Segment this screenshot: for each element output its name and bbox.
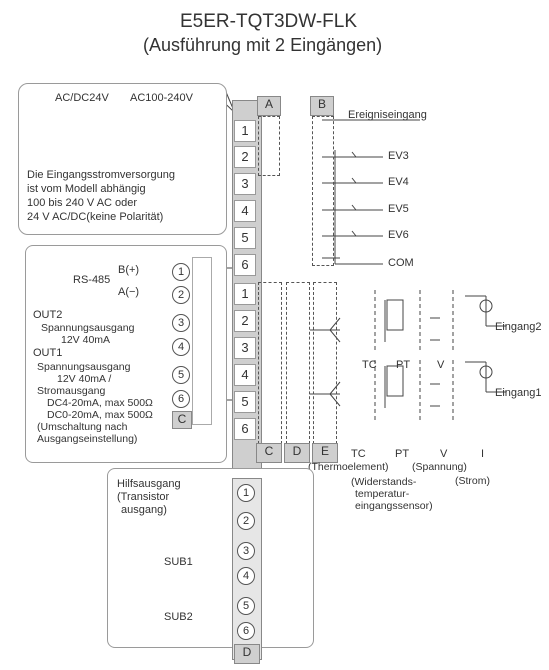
power-supply-box [18, 83, 227, 235]
tc-label-top: TC [362, 359, 377, 371]
output-terminal-4: 4 [172, 338, 190, 356]
terminal-row-4: 4 [234, 200, 256, 222]
output-terminal-5: 5 [172, 366, 190, 384]
com-label: COM [388, 257, 414, 269]
terminal-a-group [258, 116, 280, 176]
v-label-top: V [437, 359, 445, 371]
aux-terminal-6: 6 [237, 622, 255, 640]
eingang1-label: Eingang1 [495, 387, 542, 399]
terminal-row-6b: 6 [234, 418, 256, 440]
output-terminal-3: 3 [172, 314, 190, 332]
power-note: Die Eingangsstromversorgung ist vom Mode… [27, 169, 175, 223]
output-column-c-label: C [172, 411, 192, 429]
terminal-e-group [313, 282, 337, 444]
terminal-d-group [286, 282, 310, 444]
aux-terminal-2: 2 [237, 512, 255, 530]
eingang2-label: Eingang2 [495, 321, 542, 333]
output-terminal-1: 1 [172, 263, 190, 281]
terminal-row-4b: 4 [234, 364, 256, 386]
aux-terminal-4: 4 [237, 567, 255, 585]
column-b-header: B [310, 96, 334, 116]
out1-description: Spannungsausgang 12V 40mA / Stromausgang… [37, 361, 153, 445]
widerstand-legend: (Widerstands- temperatur- eingangssensor… [351, 476, 433, 512]
output-terminal-6: 6 [172, 390, 190, 408]
out2-label: OUT2 [33, 309, 63, 321]
rs485-label: RS-485 [73, 274, 111, 286]
ev6-label: EV6 [388, 229, 409, 241]
b-plus-label: B(+) [118, 264, 140, 276]
output-terminal-2: 2 [172, 286, 190, 304]
aux-terminal-1: 1 [237, 484, 255, 502]
strom-legend: (Strom) [455, 475, 490, 487]
out2-description: Spannungsausgang 12V 40mA [41, 322, 135, 346]
column-e-header: E [312, 443, 338, 463]
column-c-header: C [256, 443, 282, 463]
sub2-label: SUB2 [164, 611, 193, 623]
out1-label: OUT1 [33, 347, 63, 359]
terminal-row-1b: 1 [234, 283, 256, 305]
aux-output-title: Hilfsausgang (Transistor ausgang) [117, 478, 181, 516]
terminal-b-group [312, 116, 334, 266]
terminal-row-5: 5 [234, 227, 256, 249]
terminal-row-2: 2 [234, 146, 256, 168]
diagram-title: E5ER-TQT3DW-FLK [180, 11, 358, 32]
spannung-legend: (Spannung) [412, 461, 467, 473]
ev4-label: EV4 [388, 176, 409, 188]
thermoelement-legend: (Thermoelement) [308, 461, 389, 473]
column-d-header: D [284, 443, 310, 463]
ev5-label: EV5 [388, 203, 409, 215]
aux-output-box [107, 468, 314, 648]
a-minus-label: A(−) [118, 286, 140, 298]
aux-terminal-5: 5 [237, 597, 255, 615]
sub1-label: SUB1 [164, 556, 193, 568]
terminal-c-group [258, 282, 282, 444]
terminal-row-1: 1 [234, 120, 256, 142]
pt-label: PT [395, 448, 410, 460]
terminal-row-3b: 3 [234, 337, 256, 359]
ac-100-240v-label: AC100-240V [130, 92, 193, 104]
column-a-header: A [257, 96, 281, 116]
aux-column-d-label: D [234, 644, 260, 664]
diagram-subtitle: (Ausführung mit 2 Eingängen) [143, 35, 383, 55]
aux-terminal-3: 3 [237, 542, 255, 560]
output-terminal-strip [192, 257, 212, 425]
v-label: V [440, 448, 448, 460]
i-label: I [481, 448, 485, 460]
terminal-row-6: 6 [234, 254, 256, 276]
event-input-label: Ereigniseingang [348, 109, 427, 121]
pt-label-top: PT [396, 359, 411, 371]
ev3-label: EV3 [388, 150, 409, 162]
terminal-row-3: 3 [234, 173, 256, 195]
tc-label: TC [351, 448, 366, 460]
terminal-row-2b: 2 [234, 310, 256, 332]
ac-dc-24v-label: AC/DC24V [55, 92, 109, 104]
terminal-row-5b: 5 [234, 391, 256, 413]
